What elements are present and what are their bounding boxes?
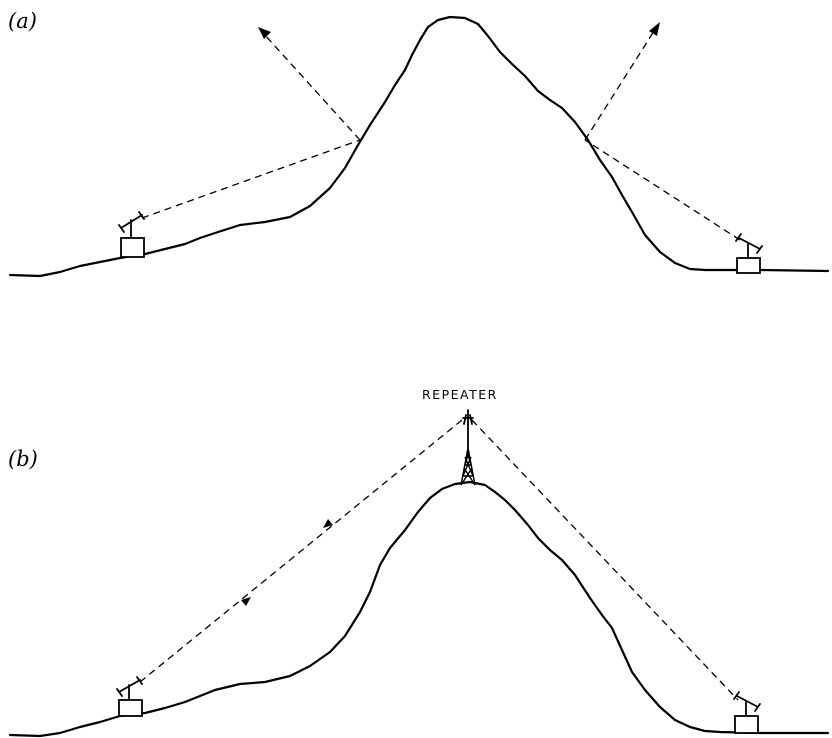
station-building bbox=[118, 699, 143, 717]
panel-b-terrain bbox=[8, 480, 830, 738]
panel-a-reflected-beam-right bbox=[584, 27, 657, 141]
station-building bbox=[734, 715, 759, 734]
panel-a-incident-beam-right bbox=[584, 139, 741, 241]
arrowhead-icon bbox=[258, 27, 271, 39]
dish-antenna-icon bbox=[733, 691, 761, 712]
panel-a-terrain bbox=[8, 15, 830, 278]
panel-b-left-station bbox=[116, 676, 143, 717]
panel-b-right-station bbox=[733, 691, 761, 734]
panel-b: (b) REPEATER bbox=[8, 387, 830, 738]
station-building bbox=[736, 257, 761, 274]
arrowhead-icon bbox=[323, 519, 333, 528]
tower-lattice bbox=[460, 450, 476, 486]
panel-b-beam-right bbox=[471, 419, 739, 701]
dish-antenna-icon bbox=[462, 414, 474, 425]
panel-b-beam-left bbox=[139, 419, 463, 683]
repeater-tower bbox=[460, 409, 476, 486]
panel-a: (a) bbox=[8, 9, 830, 278]
repeater-label: REPEATER bbox=[422, 387, 498, 402]
panel-b-label: (b) bbox=[8, 447, 38, 471]
panel-a-left-station bbox=[118, 211, 145, 258]
panel-a-label: (a) bbox=[8, 9, 37, 33]
dish-antenna-icon bbox=[735, 233, 763, 254]
panel-a-reflected-beam-left bbox=[263, 33, 361, 141]
arrowhead-icon bbox=[649, 22, 660, 36]
dish-antenna-icon bbox=[116, 676, 143, 697]
station-building bbox=[120, 237, 145, 258]
panel-a-incident-beam-left bbox=[141, 139, 361, 219]
arrowhead-icon bbox=[241, 597, 251, 606]
panel-a-right-station bbox=[735, 233, 763, 274]
